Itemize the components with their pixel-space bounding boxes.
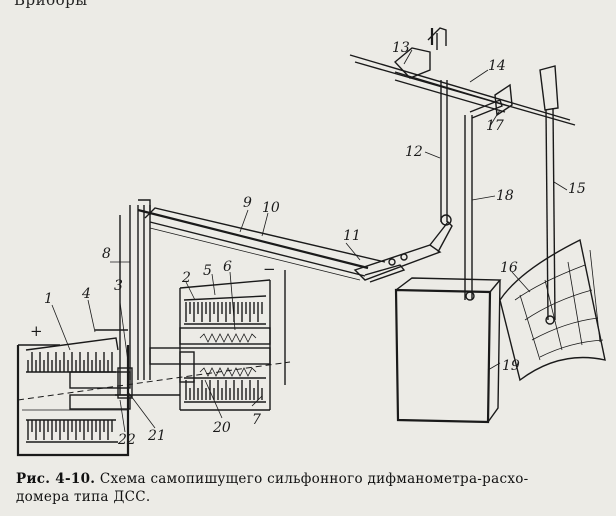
label-19: 19 bbox=[502, 358, 520, 374]
label-14: 14 bbox=[488, 58, 506, 74]
label-20: 20 bbox=[212, 420, 231, 436]
label-18: 18 bbox=[496, 188, 514, 204]
right-bellows-housing bbox=[115, 215, 286, 411]
label-7: 7 bbox=[252, 412, 261, 428]
label-21: 21 bbox=[147, 428, 166, 444]
label-10: 10 bbox=[262, 200, 280, 216]
label-2: 2 bbox=[181, 270, 191, 286]
bellows-7-lower bbox=[184, 377, 266, 403]
label-12: 12 bbox=[405, 144, 423, 160]
linkage-11 bbox=[353, 220, 453, 283]
top-text-fragment: Бриборы bbox=[14, 0, 88, 9]
caption-line-2: домера типа ДСС. bbox=[16, 489, 151, 505]
label-3: 3 bbox=[114, 278, 123, 294]
label-11: 11 bbox=[343, 228, 361, 244]
rod-12 bbox=[440, 80, 452, 226]
chart-disc-16 bbox=[499, 238, 606, 382]
caption-figure-number: Рис. 4-10. bbox=[16, 471, 96, 487]
bellows-1-lower bbox=[26, 419, 118, 443]
leader-lines bbox=[51, 49, 568, 433]
bracket-17 bbox=[469, 83, 513, 119]
label-17: 17 bbox=[486, 118, 504, 134]
bellows-2-upper bbox=[183, 295, 267, 325]
label-16: 16 bbox=[500, 260, 518, 276]
bellows-1-upper bbox=[25, 337, 119, 373]
label-8: 8 bbox=[102, 246, 111, 262]
label-9: 9 bbox=[243, 195, 252, 211]
housing-19 bbox=[394, 277, 502, 424]
label-6: 6 bbox=[223, 259, 232, 275]
vertical-tube-8 bbox=[129, 205, 151, 380]
minus-sign: − bbox=[263, 260, 276, 278]
spring-lower bbox=[199, 367, 257, 377]
label-4: 4 bbox=[81, 286, 91, 302]
block-20 bbox=[179, 351, 195, 383]
figure-caption: Рис. 4-10. Схема самопишущего сильфонног… bbox=[16, 470, 606, 506]
pivot-13 bbox=[393, 27, 447, 79]
lever-9-10 bbox=[137, 199, 386, 281]
spring-6 bbox=[199, 333, 257, 343]
label-22: 22 bbox=[117, 432, 136, 448]
caption-text-line-1: Схема самопишущего сильфонного дифманоме… bbox=[99, 471, 529, 487]
part-labels: 1 2 3 4 5 6 7 8 9 10 11 12 13 14 15 16 1… bbox=[30, 40, 586, 448]
label-5: 5 bbox=[203, 263, 212, 279]
pen-arm-15 bbox=[539, 65, 559, 325]
plus-sign: + bbox=[30, 322, 43, 340]
label-1: 1 bbox=[44, 291, 53, 307]
rod-18 bbox=[464, 115, 473, 300]
caption-line-1: Рис. 4-10. Схема самопишущего сильфонног… bbox=[16, 470, 606, 488]
label-13: 13 bbox=[392, 40, 410, 56]
top-bar-14 bbox=[349, 54, 576, 126]
label-15: 15 bbox=[568, 181, 586, 197]
block-21 bbox=[117, 367, 133, 399]
bellows-flowmeter-diagram: 1 2 3 4 5 6 7 8 9 10 11 12 13 14 15 16 1… bbox=[16, 27, 606, 457]
